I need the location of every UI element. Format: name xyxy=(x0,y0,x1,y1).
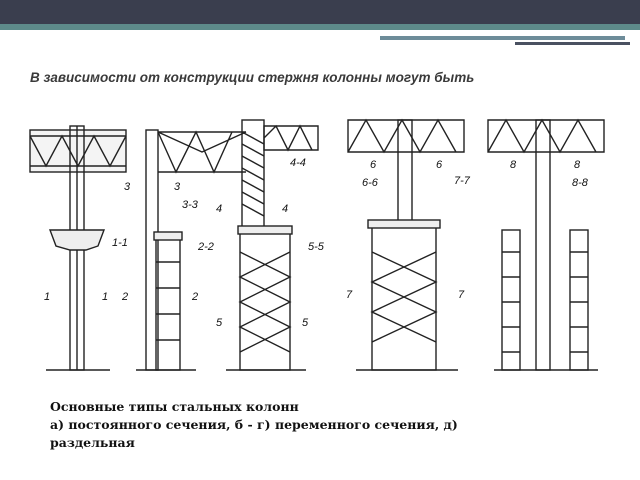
cut-mark: 8 xyxy=(574,159,581,171)
column-e xyxy=(487,118,605,371)
column-b xyxy=(136,129,247,371)
section-label: 1-1 xyxy=(112,237,128,249)
cut-mark: 5 xyxy=(302,317,309,329)
cut-mark: 3 xyxy=(174,181,181,193)
section-label: 4-4 xyxy=(290,157,306,169)
cut-mark: 6 xyxy=(436,159,443,171)
caption-line: а) постоянного сечения, б - г) переменно… xyxy=(50,417,458,432)
column-c xyxy=(226,119,319,371)
section-label: 7-7 xyxy=(454,175,471,187)
title-bar-decoration xyxy=(0,0,640,24)
caption-line: раздельная xyxy=(50,435,135,450)
cut-mark: 1 xyxy=(44,291,50,303)
column-d xyxy=(347,118,465,371)
caption-line: Основные типы стальных колонн xyxy=(50,399,299,414)
figure-caption: Основные типы стальных колонн а) постоян… xyxy=(50,398,630,452)
section-label: 3-3 xyxy=(182,199,199,211)
column-a xyxy=(29,125,127,371)
cut-mark: 7 xyxy=(458,289,465,301)
decor-line-upper xyxy=(380,36,625,40)
cut-mark: 2 xyxy=(121,291,128,303)
section-label: 5-5 xyxy=(308,241,325,253)
steel-columns-diagram: 4-4 3-3 1-1 2-2 5-5 6-6 7-7 8-8 1 1 2 2 … xyxy=(29,118,605,371)
section-label: 8-8 xyxy=(572,177,589,189)
accent-band xyxy=(0,24,640,30)
cut-mark: 6 xyxy=(370,159,377,171)
cut-mark: 5 xyxy=(216,317,223,329)
section-label: 6-6 xyxy=(362,177,379,189)
section-label: 2-2 xyxy=(197,241,214,253)
cut-mark: 8 xyxy=(510,159,517,171)
slide-heading: В зависимости от конструкции стержня кол… xyxy=(30,70,475,85)
cut-mark: 2 xyxy=(191,291,198,303)
cut-mark: 1 xyxy=(102,291,108,303)
cut-mark: 3 xyxy=(124,181,131,193)
cut-mark: 4 xyxy=(216,203,222,215)
decor-line-lower xyxy=(515,42,630,45)
cut-mark: 4 xyxy=(282,203,288,215)
cut-mark: 7 xyxy=(346,289,353,301)
